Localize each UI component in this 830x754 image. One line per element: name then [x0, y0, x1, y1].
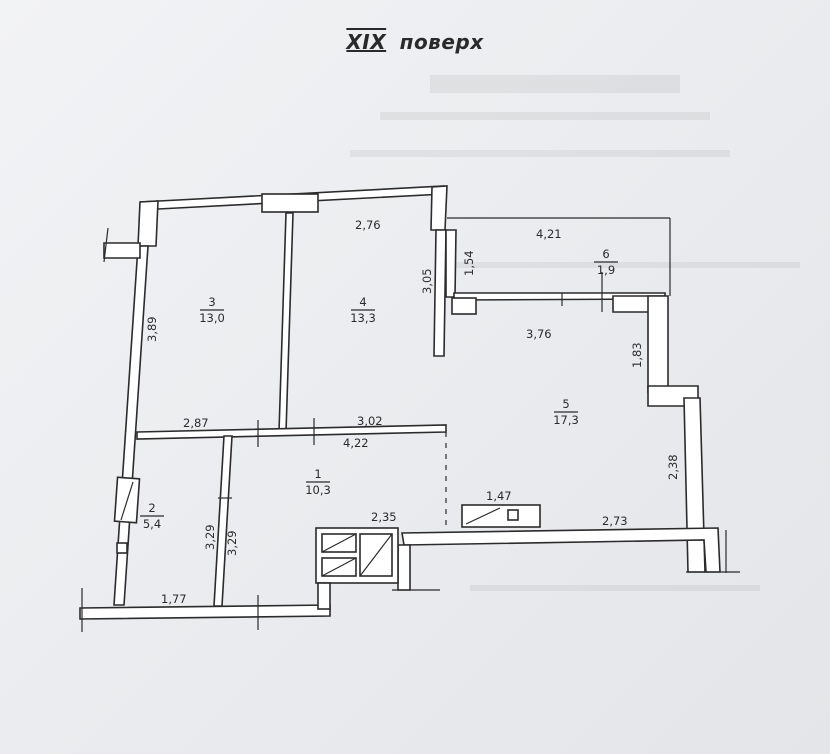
dim-4-21: 4,21	[536, 227, 562, 241]
floor-word: поверх	[399, 30, 484, 54]
room-3-area: 13,0	[199, 311, 225, 325]
page-title: XIX поверх	[0, 30, 830, 54]
dim-3-89: 3,89	[145, 316, 159, 342]
dim-3-02: 3,02	[357, 414, 383, 428]
room-1-number: 1	[314, 467, 321, 481]
dim-2-76: 2,76	[355, 218, 381, 232]
room-2-area: 5,4	[143, 517, 161, 531]
dim-2-87: 2,87	[183, 416, 209, 430]
dim-2-35: 2,35	[371, 510, 397, 524]
vent-left	[116, 542, 128, 554]
partition-bath	[213, 435, 233, 607]
room-4-area: 13,3	[350, 311, 376, 325]
dim-1-47: 1,47	[486, 489, 512, 503]
outer-walls	[79, 185, 740, 632]
room-5-number: 5	[562, 397, 569, 411]
room-3-number: 3	[208, 295, 215, 309]
dim-3-29-a: 3,29	[203, 524, 217, 550]
room-5-area: 17,3	[553, 413, 579, 427]
room-6-label: 61,9	[594, 247, 618, 277]
floor-number: XIX	[346, 30, 387, 54]
show-through-marks	[350, 75, 800, 591]
dim-3-76: 3,76	[526, 327, 552, 341]
room-6-area: 1,9	[597, 263, 615, 277]
window-top-left	[261, 193, 319, 213]
kitchen-counter	[461, 504, 541, 528]
room-5-label: 517,3	[553, 397, 579, 427]
room-2-number: 2	[148, 501, 155, 515]
room-3-label: 313,0	[199, 295, 225, 325]
room-4-number: 4	[359, 295, 366, 309]
dim-1-54: 1,54	[462, 250, 476, 276]
room-1-label: 110,3	[305, 467, 331, 497]
room-2-label: 25,4	[140, 501, 164, 531]
dim-4-22: 4,22	[343, 436, 369, 450]
dim-1-77: 1,77	[161, 592, 187, 606]
dim-2-38: 2,38	[666, 454, 680, 480]
dimension-labels: 2,76 4,21 1,54 3,05 3,89 3,76 1,83 2,87 …	[145, 218, 680, 606]
dim-2-73: 2,73	[602, 514, 628, 528]
dim-3-05: 3,05	[420, 268, 434, 294]
room-4-label: 413,3	[350, 295, 376, 325]
dim-3-29-b: 3,29	[225, 530, 239, 556]
room-6-number: 6	[602, 247, 609, 261]
dim-1-83: 1,83	[630, 342, 644, 368]
room-1-area: 10,3	[305, 483, 331, 497]
